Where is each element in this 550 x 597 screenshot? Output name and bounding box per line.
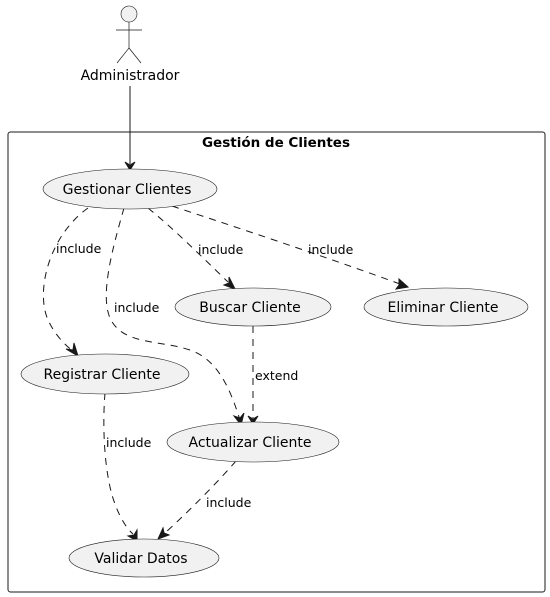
use-case-buscar-cliente[interactable]: Buscar Cliente xyxy=(174,287,332,327)
arrow-head-icon xyxy=(124,161,136,171)
relation-gestionar-registrar: include xyxy=(42,207,102,358)
actor-label: Administrador xyxy=(81,68,180,84)
relation-label: extend xyxy=(255,368,298,383)
relation-label: include xyxy=(114,300,160,315)
actor-administrador[interactable]: Administrador xyxy=(81,5,180,84)
actor-head-icon xyxy=(120,5,138,23)
relation-actualizar-validar: include xyxy=(157,460,252,540)
svg-text:Eliminar Cliente: Eliminar Cliente xyxy=(388,300,499,316)
use-case-actualizar-cliente[interactable]: Actualizar Cliente xyxy=(166,421,340,463)
svg-text:Actualizar Cliente: Actualizar Cliente xyxy=(188,435,311,451)
relation-gestionar-buscar: include xyxy=(147,207,244,290)
use-case-gestionar-clientes[interactable]: Gestionar Clientes xyxy=(42,168,218,210)
relation-label: include xyxy=(106,435,152,450)
relation-gestionar-eliminar: include xyxy=(171,205,410,290)
svg-text:Gestionar Clientes: Gestionar Clientes xyxy=(63,182,192,198)
relation-buscar-actualizar: extend xyxy=(247,326,298,425)
relation-label: include xyxy=(308,242,354,257)
system-boundary xyxy=(7,131,546,593)
svg-text:Registrar Cliente: Registrar Cliente xyxy=(44,367,161,383)
relation-label: include xyxy=(206,495,252,510)
system-title: Gestión de Clientes xyxy=(202,135,350,151)
relation-label: include xyxy=(198,242,244,257)
svg-text:Validar Datos: Validar Datos xyxy=(94,551,187,567)
relation-registrar-validar: include xyxy=(103,392,152,542)
relation-label: include xyxy=(56,241,102,256)
use-case-eliminar-cliente[interactable]: Eliminar Cliente xyxy=(363,287,529,327)
svg-text:Buscar Cliente: Buscar Cliente xyxy=(199,300,300,316)
use-case-registrar-cliente[interactable]: Registrar Cliente xyxy=(20,353,190,395)
use-case-validar-datos[interactable]: Validar Datos xyxy=(68,538,220,578)
